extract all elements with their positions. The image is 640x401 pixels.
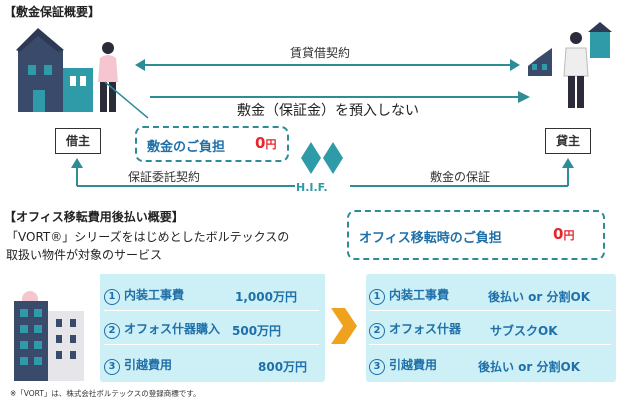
burden-connector [104,81,149,119]
cost-row-3: 3 引越費用 [104,356,172,375]
guarantee-contract-label: 保証委託契約 [128,170,201,184]
row-number: 3 [104,359,120,375]
divider [369,310,611,311]
relocation-burden-box: オフィス移転時のご負担 0円 [347,210,605,260]
solution-row-1: 1 内装工事費 [369,286,449,305]
cost-row-2: 2 オフォス什器購入 [104,320,220,339]
section-title-deposit: 【敷金保証概要】 [4,5,101,19]
transform-arrow [331,308,357,344]
borrower-illustration [16,28,118,112]
costs-before-top-edge [100,272,325,274]
description-line-2: 取扱い物件が対象のサービス [6,248,163,262]
lender-illustration [528,22,612,108]
deposit-burden-box: 敷金のご負担 0円 [135,126,289,162]
no-deposit-arrow [150,91,530,103]
section-title-office-relocation: 【オフィス移転費用後払い概要】 [4,210,184,224]
relocation-burden-value: 0円 [553,225,575,243]
solution-item-label: オフォス什器 [389,322,462,336]
cost-item-label: オフォス什器購入 [124,322,221,336]
cost-row-1-amount: 1,000万円 [235,290,297,304]
row-number: 2 [104,323,120,339]
costs-before-box [100,272,325,382]
solution-row-3-detail: 後払い or 分割OK [478,360,581,374]
trademark-footnote: ※「VORT」は、株式会社ボルテックスの登録商標です。 [10,389,201,398]
office-building-illustration [14,291,84,381]
guarantee-contract-arrow [71,158,295,187]
cost-item-label: 内装工事費 [124,288,185,302]
service-description: 「VORT®」シリーズをはじめとしたボルテックスの 取扱い物件が対象のサービス [6,228,289,264]
cost-row-2-amount: 500万円 [232,324,282,338]
hif-label: H.I.F. [296,181,328,194]
cost-row-1: 1 内装工事費 [104,286,184,305]
solution-row-2: 2 オフォス什器 [369,320,461,339]
solution-item-label: 内装工事費 [389,288,450,302]
deposit-guarantee-arrow [350,158,574,187]
description-line-1: 「VORT®」シリーズをはじめとしたボルテックスの [6,230,290,244]
divider [104,310,319,311]
row-number: 1 [369,289,385,305]
row-number: 1 [104,289,120,305]
solution-row-2-detail: サブスクOK [490,324,558,338]
divider [104,344,319,345]
borrower-box: 借主 [55,128,101,154]
lease-contract-arrow [135,59,520,71]
cost-row-3-amount: 800万円 [258,360,308,374]
solution-row-3: 3 引越費用 [369,356,437,375]
deposit-guarantee-label: 敷金の保証 [430,170,491,184]
divider [369,344,611,345]
costs-after-box [366,274,616,382]
relocation-burden-label: オフィス移転時のご負担 [359,231,502,246]
lender-box: 貸主 [545,128,591,154]
deposit-burden-value: 0円 [255,134,277,152]
cost-item-label: 引越費用 [124,358,173,372]
solution-row-1-detail: 後払い or 分割OK [488,290,591,304]
lease-contract-label: 賃貸借契約 [290,46,351,60]
row-number: 2 [369,323,385,339]
solution-item-label: 引越費用 [389,358,438,372]
deposit-burden-label: 敷金のご負担 [147,140,226,155]
hif-logo [301,142,343,174]
row-number: 3 [369,359,385,375]
no-deposit-label: 敷金（保証金）を預入しない [237,103,419,119]
